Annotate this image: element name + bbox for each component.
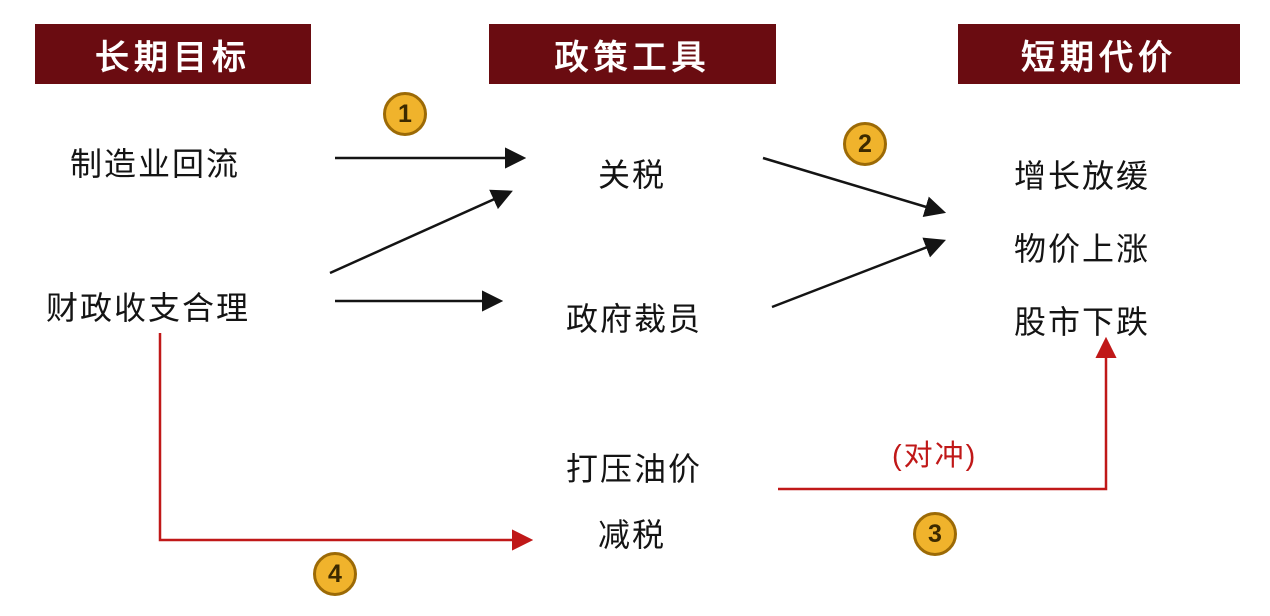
- badge-step-2: 2: [843, 122, 887, 166]
- node-suppress-oil-prices: 打压油价: [566, 451, 703, 487]
- badge-step-4: 4: [313, 552, 357, 596]
- arrow-tariffs-to-costs: [762, 156, 947, 217]
- node-growth-slowdown: 增长放缓: [1014, 158, 1151, 194]
- header-policy-tools: 政策工具: [489, 24, 776, 84]
- header-short-term-costs: 短期代价: [958, 24, 1240, 84]
- hedge-annotation: (对冲): [892, 440, 978, 472]
- badge-step-1: 1: [383, 92, 427, 136]
- node-price-rise: 物价上涨: [1014, 231, 1151, 267]
- header-long-term-goals: 长期目标: [35, 24, 311, 84]
- arrow-layoffs-to-costs: [771, 237, 946, 309]
- node-manufacturing-reshoring: 制造业回流: [70, 146, 241, 182]
- arrow-fiscal-to-tariffs: [329, 189, 513, 275]
- node-stock-decline: 股市下跌: [1014, 304, 1151, 340]
- arrow-fiscal-to-taxcuts-red: [158, 333, 534, 551]
- node-tariffs: 关税: [598, 157, 667, 193]
- node-tax-cuts: 减税: [598, 517, 667, 553]
- node-fiscal-balance: 财政收支合理: [46, 290, 251, 326]
- node-government-layoffs: 政府裁员: [566, 301, 703, 337]
- badge-step-3: 3: [913, 512, 957, 556]
